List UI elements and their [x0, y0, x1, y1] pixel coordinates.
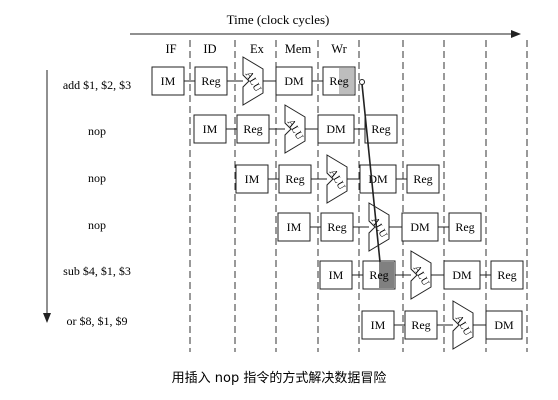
data-memory-label: DM: [326, 122, 346, 136]
alu-shape: [452, 300, 474, 350]
register-box: [194, 66, 228, 96]
dependency-line: [359, 79, 381, 263]
instruction-label: nop: [88, 171, 106, 185]
register-box: [320, 212, 354, 242]
alu-shape: [368, 202, 390, 252]
register-label: Reg: [455, 220, 474, 234]
instruction-memory-box: [277, 212, 311, 242]
register-label: Reg: [201, 74, 220, 88]
dependency-start-dot: [359, 79, 365, 85]
register-label: Reg: [497, 268, 516, 282]
instruction-label: sub $4, $1, $3: [63, 264, 131, 278]
register-label: Reg: [413, 172, 432, 186]
register-read-half: [379, 262, 394, 288]
register-label: Reg: [327, 220, 346, 234]
register-label: Reg: [243, 122, 262, 136]
instruction-memory-label: IM: [245, 172, 260, 186]
register-label: Reg: [369, 268, 388, 282]
data-memory-label: DM: [284, 74, 304, 88]
register-label: Reg: [285, 172, 304, 186]
register-box: [448, 212, 482, 242]
instruction-memory-label: IM: [203, 122, 218, 136]
alu-shape: [326, 154, 348, 204]
stage-label-wr: Wr: [331, 42, 347, 56]
time-axis-title: Time (clock cycles): [227, 12, 330, 27]
instruction-label: or $8, $1, $9: [67, 314, 128, 328]
alu-shape: [410, 250, 432, 300]
data-memory-box: [485, 310, 523, 340]
register-label: Reg: [371, 122, 390, 136]
stage-label-if: IF: [165, 42, 176, 56]
instruction-memory-label: IM: [371, 318, 386, 332]
register-box: [278, 164, 312, 194]
data-memory-label: DM: [410, 220, 430, 234]
instruction-memory-box: [361, 310, 395, 340]
data-memory-box: [275, 66, 313, 96]
data-memory-label: DM: [494, 318, 514, 332]
dependency-connector: [361, 83, 381, 263]
stage-label-mem: Mem: [285, 42, 312, 56]
instruction-label: nop: [88, 218, 106, 232]
instruction-label: nop: [88, 124, 106, 138]
instruction-memory-box: [151, 66, 185, 96]
data-memory-label: DM: [452, 268, 472, 282]
alu-shape: [284, 104, 306, 154]
instruction-label: add $1, $2, $3: [63, 78, 131, 92]
instruction-memory-label: IM: [161, 74, 176, 88]
register-box: [404, 310, 438, 340]
register-label: Reg: [329, 74, 348, 88]
register-write-half: [339, 68, 354, 94]
data-memory-box: [359, 164, 397, 194]
stage-label-id: ID: [203, 42, 216, 56]
figure-caption: 用插入 nop 指令的方式解决数据冒险: [172, 370, 387, 386]
instruction-memory-box: [319, 260, 353, 290]
instruction-memory-label: IM: [287, 220, 302, 234]
register-label: Reg: [411, 318, 430, 332]
register-box: [364, 114, 398, 144]
cycle-separators: [189, 40, 528, 352]
data-memory-box: [401, 212, 439, 242]
instruction-memory-label: IM: [329, 268, 344, 282]
stage-label-ex: Ex: [250, 42, 265, 56]
register-box: [406, 164, 440, 194]
data-memory-label: DM: [368, 172, 388, 186]
alu-shape: [242, 56, 264, 106]
register-box: [490, 260, 524, 290]
